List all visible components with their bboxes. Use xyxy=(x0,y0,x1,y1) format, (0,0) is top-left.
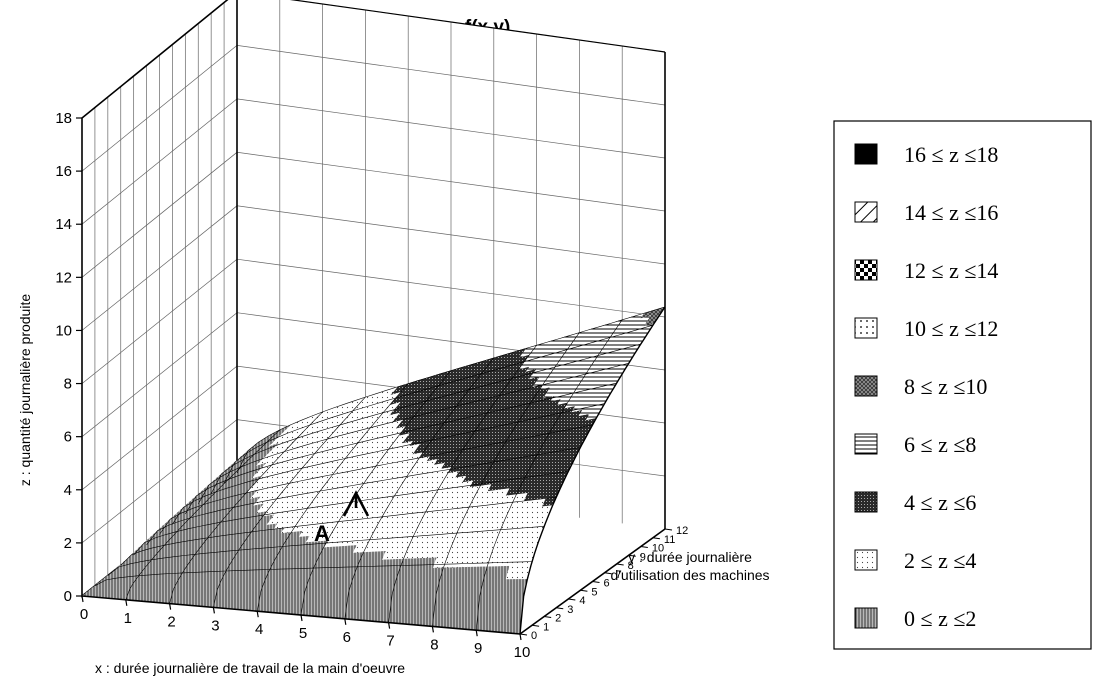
z-tick-label: 0 xyxy=(64,588,72,605)
y-tick-label: 10 xyxy=(652,543,664,555)
z-tick-label: 14 xyxy=(55,216,72,233)
y-tick-label: 0 xyxy=(531,630,537,642)
surface-edge xyxy=(519,306,666,635)
x-tick-mark xyxy=(344,618,347,625)
legend-swatch xyxy=(854,549,878,571)
y-tick-label: 3 xyxy=(567,604,573,616)
x-tick-mark xyxy=(81,595,84,603)
y-tick-mark xyxy=(532,624,540,627)
y-tick-mark xyxy=(604,572,612,575)
point-label: A xyxy=(314,521,330,546)
y-tick-label: 8 xyxy=(628,560,634,572)
z-tick-label: 18 xyxy=(55,110,72,127)
legend-swatch xyxy=(854,201,878,223)
y-axis-title-line1: y : durée journalière xyxy=(628,549,752,565)
surface-meshline xyxy=(107,526,545,576)
z-tick-label: 8 xyxy=(64,376,72,393)
x-tick-mark xyxy=(212,607,215,614)
x-tick-label: 5 xyxy=(299,625,307,642)
z-tick-label: 2 xyxy=(64,535,72,552)
z-tick-label: 4 xyxy=(64,482,72,499)
legend-swatch xyxy=(854,259,878,281)
surface-meshline xyxy=(185,382,617,515)
surface-meshline xyxy=(198,362,629,504)
legend-label: 12 ≤ z ≤14 xyxy=(904,258,998,283)
x-tick-label: 7 xyxy=(386,633,394,650)
y-tick-mark xyxy=(580,589,588,592)
y-tick-label: 2 xyxy=(555,613,561,625)
y-tick-label: 9 xyxy=(640,551,646,563)
y-tick-mark xyxy=(616,563,624,566)
legend-swatch xyxy=(854,433,878,455)
legend-label: 4 ≤ z ≤6 xyxy=(904,490,976,515)
surface-meshline xyxy=(146,447,581,545)
y-tick-label: 1 xyxy=(543,621,549,633)
legend-swatch xyxy=(854,317,878,339)
y-tick-mark xyxy=(556,607,564,610)
z-axis-title: z : quantité journalière produite xyxy=(17,294,33,486)
x-axis-title: x : durée journalière de travail de la m… xyxy=(95,660,405,676)
point-marker xyxy=(342,490,370,517)
back-wall-edge xyxy=(289,0,666,53)
x-tick-mark xyxy=(256,611,259,618)
y-tick-label: 4 xyxy=(579,595,585,607)
y-tick-mark xyxy=(519,633,528,636)
y-tick-label: 12 xyxy=(676,525,688,537)
surface-meshline xyxy=(94,561,533,587)
legend-label: 6 ≤ z ≤8 xyxy=(904,432,976,457)
legend-swatch xyxy=(854,143,878,165)
y-tick-mark xyxy=(568,598,576,601)
y-tick-mark xyxy=(652,537,660,540)
surface-meshline xyxy=(210,343,641,494)
x-tick-label: 2 xyxy=(167,614,175,631)
y-tick-mark xyxy=(640,546,648,548)
x-tick-mark xyxy=(300,614,303,622)
x-tick-label: 10 xyxy=(514,644,531,661)
x-tick-label: 0 xyxy=(80,606,88,623)
x-tick-label: 3 xyxy=(211,617,219,634)
x-tick-mark xyxy=(125,599,128,606)
z-tick-label: 12 xyxy=(55,269,72,286)
y-tick-label: 6 xyxy=(604,578,610,590)
surface-meshline xyxy=(223,324,653,484)
surface-meshline xyxy=(120,496,557,566)
y-tick-mark xyxy=(664,528,673,531)
y-tick-label: 5 xyxy=(591,586,597,598)
x-tick-mark xyxy=(475,630,478,637)
z-tick-label: 6 xyxy=(64,429,72,446)
x-tick-mark xyxy=(519,633,522,641)
x-tick-mark xyxy=(388,622,391,629)
y-tick-label: 11 xyxy=(664,534,675,546)
x-tick-label: 1 xyxy=(124,610,132,627)
y-tick-mark xyxy=(592,581,600,583)
legend-swatch xyxy=(854,375,878,397)
x-tick-label: 6 xyxy=(343,629,351,646)
legend-label: 8 ≤ z ≤10 xyxy=(904,374,987,399)
legend-swatch xyxy=(854,607,878,629)
legend-label: 14 ≤ z ≤16 xyxy=(904,200,998,225)
x-tick-label: 4 xyxy=(255,621,263,638)
surface-meshline xyxy=(159,424,593,535)
legend-label: 0 ≤ z ≤2 xyxy=(904,606,976,631)
legend-label: 10 ≤ z ≤12 xyxy=(904,316,998,341)
legend-label: 16 ≤ z ≤18 xyxy=(904,142,998,167)
y-tick-mark xyxy=(628,554,636,557)
legend-swatch xyxy=(854,491,878,513)
legend-label: 2 ≤ z ≤4 xyxy=(904,548,976,573)
y-tick-mark xyxy=(544,616,552,618)
surface-meshline xyxy=(172,403,605,525)
x-tick-mark xyxy=(169,603,172,610)
chart-surface xyxy=(81,306,666,635)
y-axis-title-line2: d'utilisation des machines xyxy=(610,567,769,583)
y-tick-label: 7 xyxy=(616,569,622,581)
x-tick-label: 9 xyxy=(474,640,482,657)
z-tick-label: 10 xyxy=(55,322,72,339)
surface-meshline xyxy=(236,306,666,474)
x-tick-label: 8 xyxy=(430,636,438,653)
x-tick-mark xyxy=(431,626,434,633)
chart-legend: 16 ≤ z ≤18 14 ≤ z ≤16 12 ≤ z ≤14 10 ≤ z ≤12… xyxy=(833,120,1092,650)
z-tick-label: 16 xyxy=(55,163,72,180)
